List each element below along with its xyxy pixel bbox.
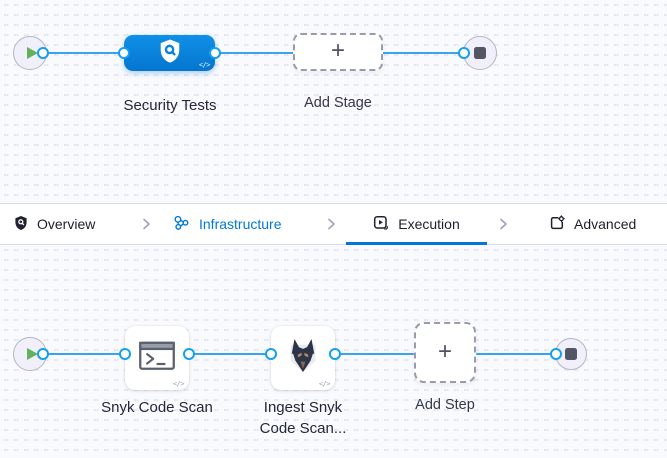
step-label: Ingest Snyk Code Scan... [259,399,347,437]
tab-infrastructure[interactable]: Infrastructure [173,204,281,244]
add-stage-label: Add Stage [304,95,372,111]
stage-node-security-tests[interactable]: </> [124,35,215,71]
advanced-settings-icon [549,214,565,234]
snyk-dog-icon [286,337,320,380]
port [37,47,49,59]
edge-addstage-to-end [379,52,466,54]
chevron-right-icon [324,204,338,244]
code-badge: </> [172,380,185,388]
step-node-ingest-snyk[interactable]: </> [271,326,335,390]
port [209,47,221,59]
step-graph-canvas: </> Snyk Code Scan </> [0,245,667,458]
add-step-button[interactable]: + [414,322,476,383]
play-icon [26,47,38,59]
tab-label: Advanced [574,216,637,232]
edge-step2-to-addstep [335,353,414,355]
stage-label: Security Tests [123,97,217,114]
edge-step1-to-step2 [189,353,271,355]
port [458,47,470,59]
security-shield-scan-icon [159,39,181,68]
plus-icon: + [330,37,345,64]
port [329,348,341,360]
port [118,47,130,59]
port [119,348,131,360]
add-stage-button[interactable]: + [293,33,383,71]
add-step-label: Add Step [415,397,475,413]
port [37,348,49,360]
edge-start-to-step1 [40,353,125,355]
chevron-right-icon [496,204,510,244]
stage-tab-bar: Overview Infrastructure [0,203,667,245]
port [550,348,562,360]
stop-icon [474,47,486,59]
tab-advanced[interactable]: Advanced [549,204,636,244]
infrastructure-icon [173,215,190,234]
plus-icon: + [437,337,452,365]
code-badge: </> [318,380,331,388]
tab-label: Execution [398,216,460,232]
play-icon [26,348,38,360]
port [183,348,195,360]
shield-icon [14,215,28,234]
stage-graph-canvas: </> Security Tests + Add Stage [0,0,667,203]
terminal-icon [138,340,176,377]
tab-overview[interactable]: Overview [14,204,95,244]
edge-stage-to-addstage [215,52,297,54]
code-badge: </> [198,61,211,69]
tab-execution[interactable]: Execution [346,204,487,245]
chevron-right-icon [139,204,153,244]
tab-label: Infrastructure [199,216,282,232]
tab-label: Overview [37,216,96,232]
step-label: Snyk Code Scan [101,399,213,416]
step-node-snyk-code-scan[interactable]: </> [125,326,189,390]
execution-play-icon [373,215,389,234]
stop-icon [565,348,577,360]
edge-addstep-to-end [476,353,556,355]
edge-start-to-stage [40,52,128,54]
port [265,348,277,360]
